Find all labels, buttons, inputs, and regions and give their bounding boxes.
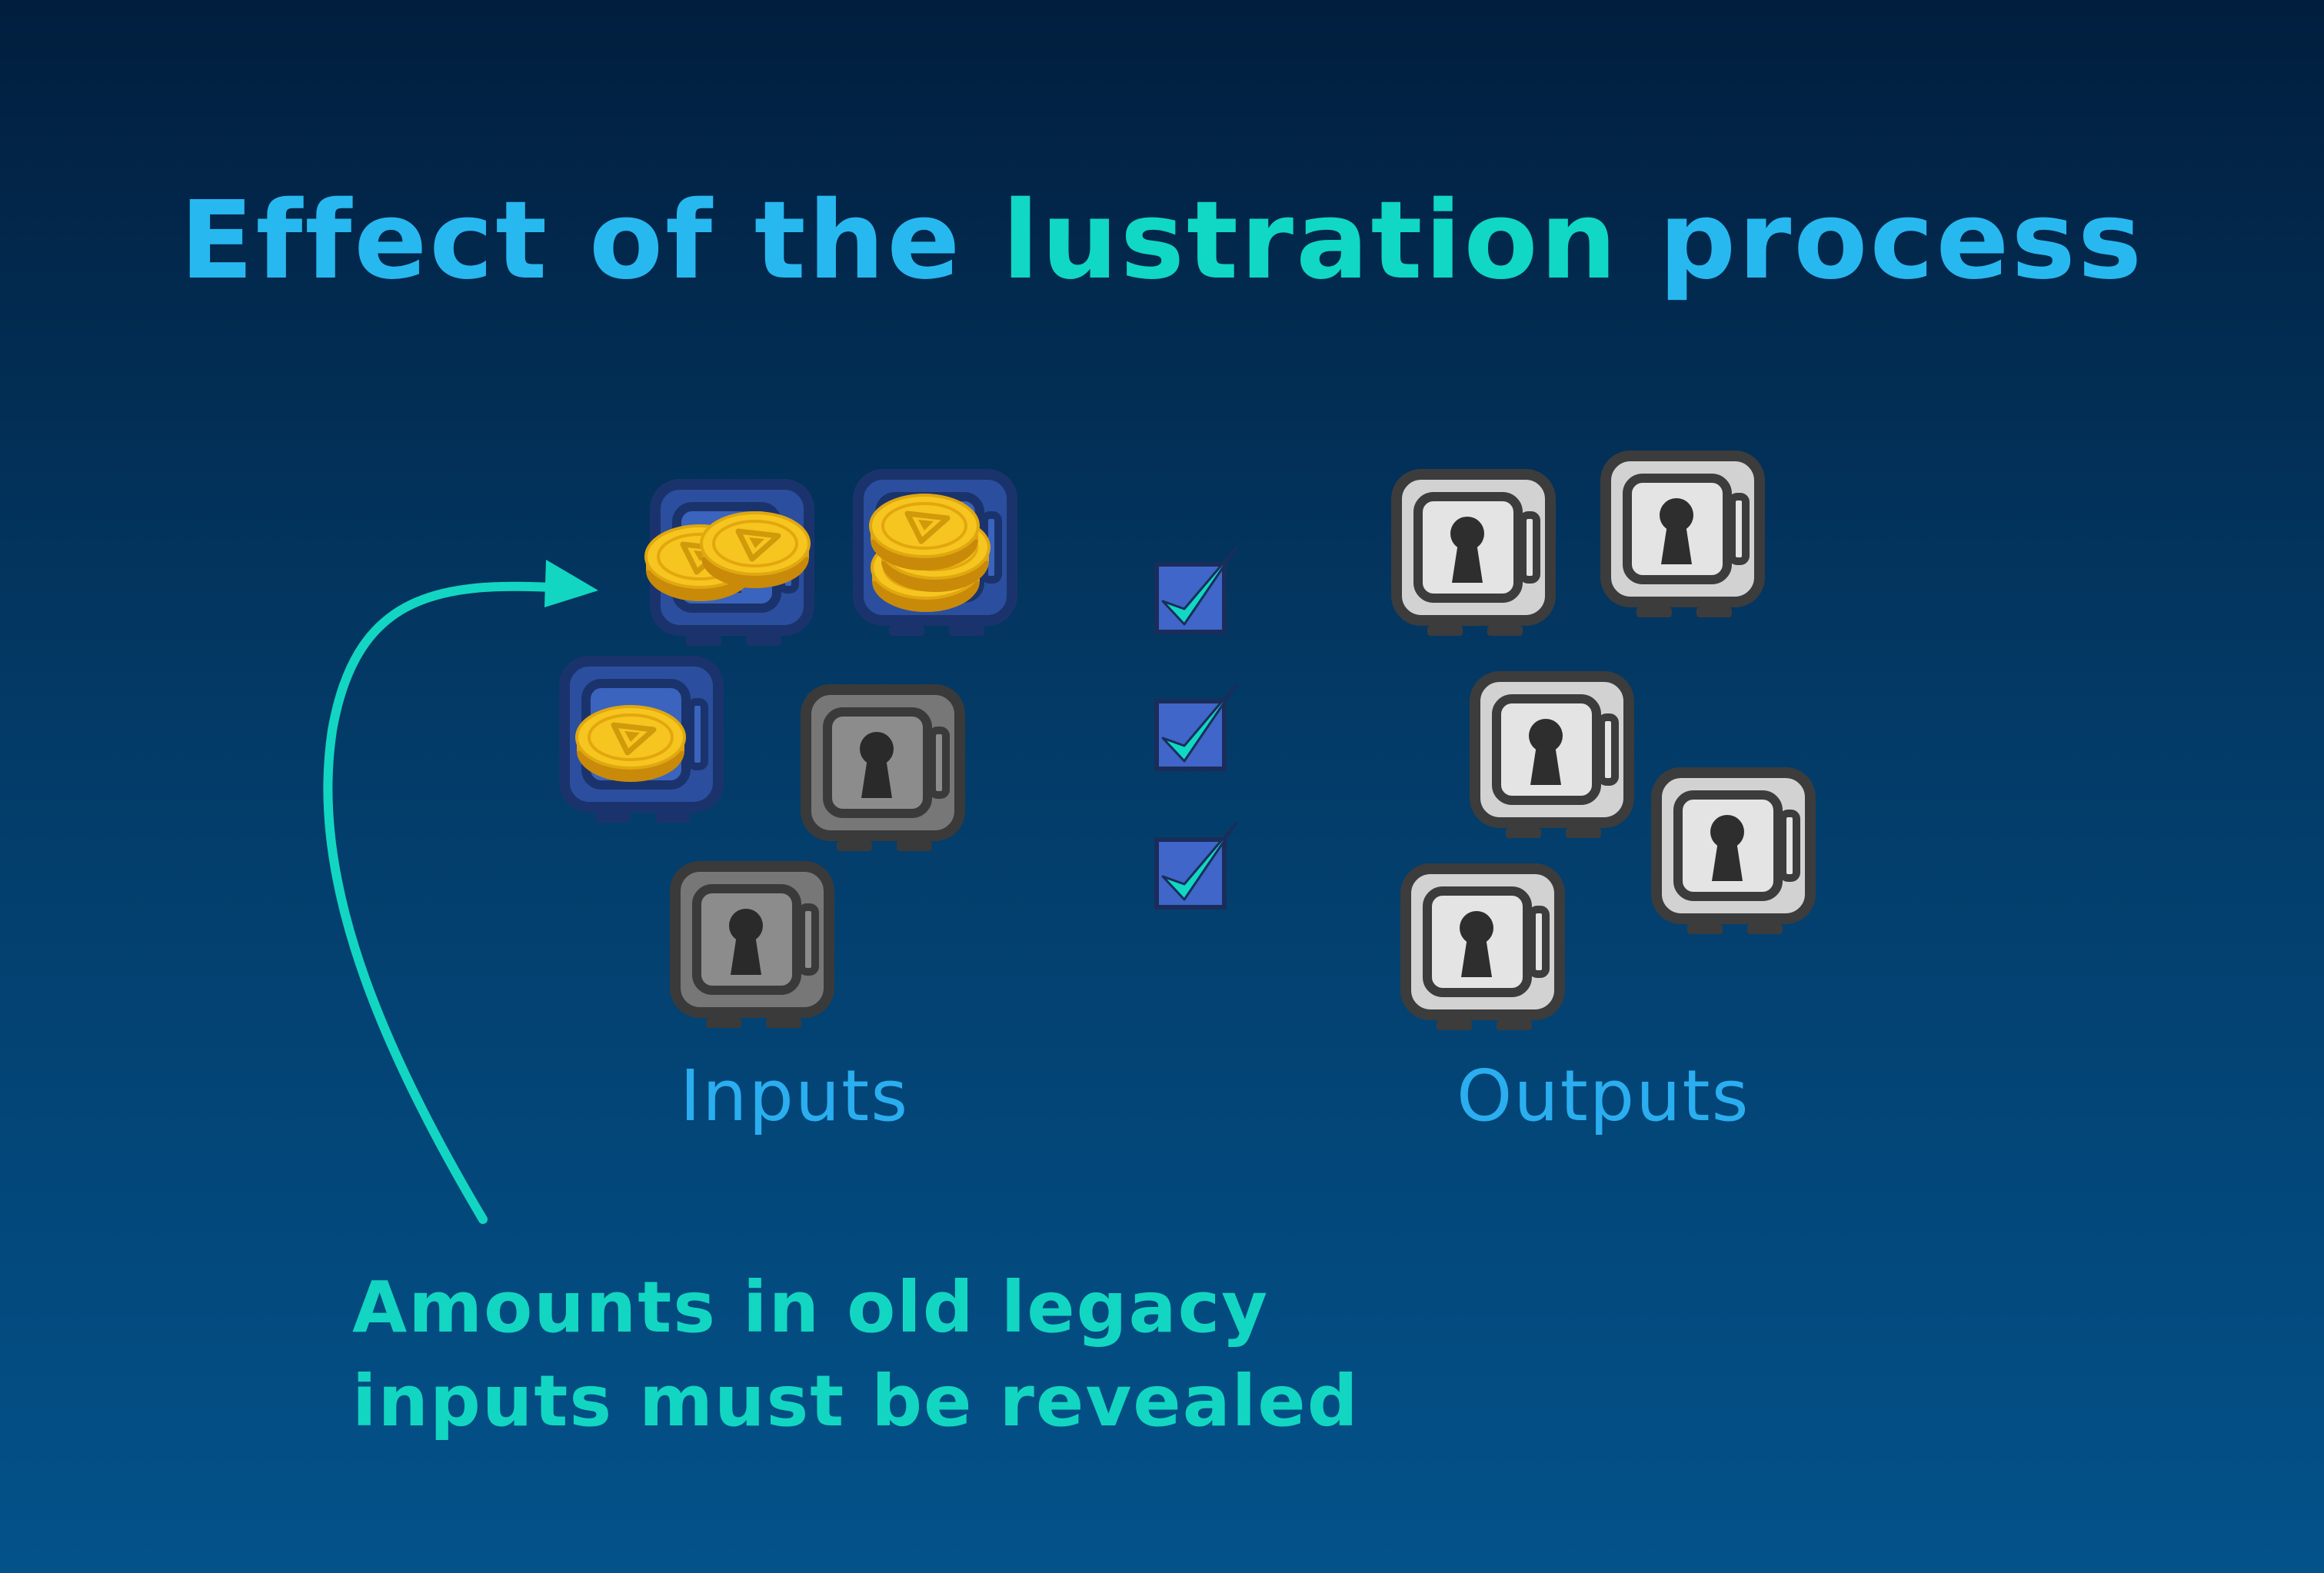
legacy-input-safe-2: [858, 474, 1012, 636]
legacy-input-safe-3: [564, 661, 718, 823]
note-line-1: Amounts in old legacy: [352, 1266, 1270, 1349]
outputs-label: Outputs: [1457, 1055, 1750, 1137]
checkbox-check-icon: [1157, 684, 1237, 769]
output-safe-2: [1606, 456, 1760, 617]
legacy-input-safe-1: [646, 484, 809, 646]
confidential-input-safe-2: [675, 866, 829, 1028]
coin-icon: [701, 513, 809, 588]
output-safe-5: [1406, 869, 1560, 1030]
title-highlight: lustration: [1002, 178, 1620, 304]
slide-title: Effect of the lustration process: [0, 178, 2324, 304]
output-safe-4: [1656, 773, 1810, 934]
confidential-input-safe-1: [806, 690, 960, 851]
title-part-1: Effect of the: [179, 178, 963, 304]
output-safe-1: [1397, 474, 1550, 636]
inputs-label: Inputs: [680, 1055, 910, 1137]
legacy-amounts-note: Amounts in old legacy inputs must be rev…: [352, 1261, 1360, 1448]
checkbox-check-icon: [1157, 823, 1237, 907]
title-part-2: process: [1659, 178, 2145, 304]
output-safe-3: [1475, 677, 1629, 838]
note-line-2: inputs must be revealed: [352, 1360, 1360, 1442]
curved-arrow-icon: [323, 560, 598, 1224]
checkbox-check-icon: [1157, 547, 1237, 632]
coin-icon: [871, 495, 978, 570]
coin-icon: [577, 707, 684, 782]
